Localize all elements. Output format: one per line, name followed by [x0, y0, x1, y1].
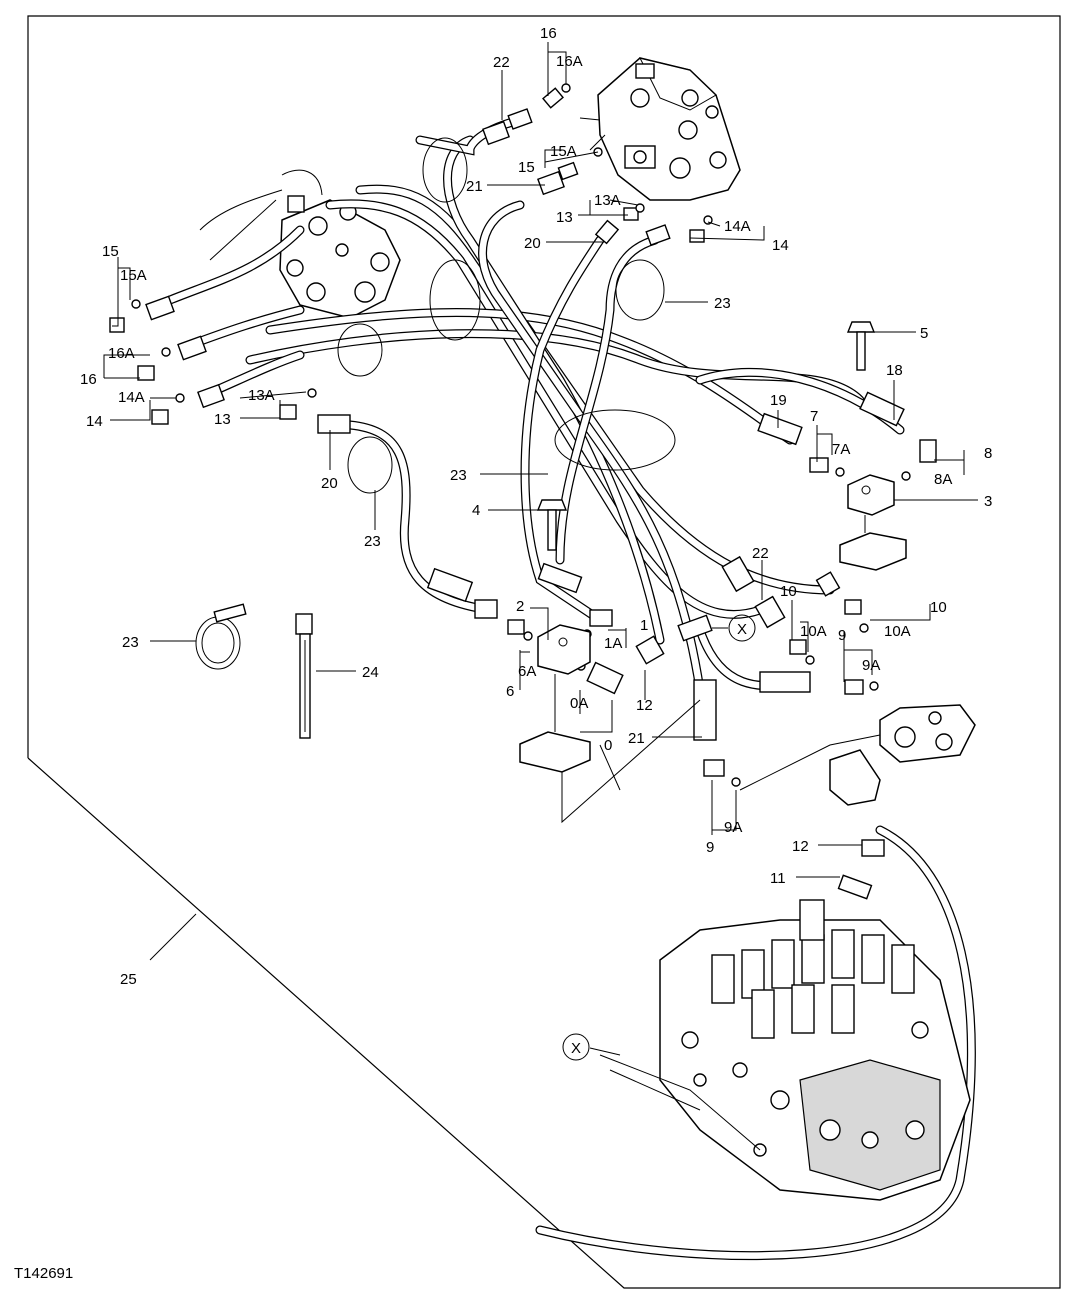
- callout-23-clamp: 23: [122, 634, 139, 651]
- callout-4: 4: [472, 502, 480, 519]
- callout-23-top-right: 23: [714, 295, 731, 312]
- callout-15a-top: 15A: [550, 143, 577, 160]
- callout-20-left: 20: [321, 475, 338, 492]
- x-marker-circle-upper: [728, 614, 756, 642]
- callout-12-lower: 12: [792, 838, 809, 855]
- callout-10-right: 10: [930, 599, 947, 616]
- hoses: [165, 115, 976, 1261]
- callout-15-left: 15: [102, 243, 119, 260]
- callout-9-lower: 9: [706, 839, 714, 856]
- callout-x-upper: X: [737, 621, 747, 638]
- callout-24: 24: [362, 664, 379, 681]
- hose-clamp-part: [195, 603, 247, 670]
- callout-13-left: 13: [214, 411, 231, 428]
- callout-14a-left: 14A: [118, 389, 145, 406]
- hose-fittings: [109, 83, 937, 787]
- callout-8: 8: [984, 445, 992, 462]
- callout-25: 25: [120, 971, 137, 988]
- leader-lines: [103, 42, 978, 1056]
- callout-23-left: 23: [364, 533, 381, 550]
- callout-22-lower: 22: [752, 545, 769, 562]
- callout-10-mid: 10: [780, 583, 797, 600]
- callout-0: 0: [604, 737, 612, 754]
- callout-7a: 7A: [832, 441, 850, 458]
- callout-16a-left: 16A: [108, 345, 135, 362]
- callout-18: 18: [886, 362, 903, 379]
- tee-block: [739, 704, 976, 806]
- callout-5: 5: [920, 325, 928, 342]
- cable-tie-part: [295, 613, 313, 739]
- x-marker-circle-lower: [562, 1033, 590, 1061]
- callout-x-lower: X: [571, 1040, 581, 1057]
- callout-13a-top: 13A: [594, 192, 621, 209]
- callout-9-right: 9: [838, 627, 846, 644]
- callout-1a: 1A: [604, 635, 622, 652]
- callout-16-top: 16: [540, 25, 557, 42]
- callout-15a-left: 15A: [120, 267, 147, 284]
- callout-16a-top: 16A: [556, 53, 583, 70]
- callout-12-mid: 12: [636, 697, 653, 714]
- figure-id: T142691: [14, 1265, 73, 1282]
- callout-14a-top: 14A: [724, 218, 751, 235]
- top-valve-block: [579, 57, 741, 201]
- callout-23-mid: 23: [450, 467, 467, 484]
- mount-blocks: [519, 474, 907, 824]
- callout-9a-lower: 9A: [724, 819, 742, 836]
- diagram-frame: [27, 15, 1061, 1289]
- callout-7: 7: [810, 408, 818, 425]
- hose-clamps: [337, 137, 676, 494]
- callout-13a-left: 13A: [248, 387, 275, 404]
- callout-2: 2: [516, 598, 524, 615]
- callout-10a-right: 10A: [884, 623, 911, 640]
- callout-20-top: 20: [524, 235, 541, 252]
- callout-11: 11: [770, 870, 786, 887]
- callout-6: 6: [506, 683, 514, 700]
- callout-0a: 0A: [570, 695, 588, 712]
- bolts: [536, 321, 876, 551]
- callout-16-left: 16: [80, 371, 97, 388]
- callout-14-top: 14: [772, 237, 789, 254]
- callout-21-lower: 21: [628, 730, 645, 747]
- callout-9a-right: 9A: [862, 657, 880, 674]
- callout-8a: 8A: [934, 471, 952, 488]
- callout-14-left: 14: [86, 413, 103, 430]
- control-valve: [599, 839, 971, 1201]
- callout-3: 3: [984, 493, 992, 510]
- callout-13-top: 13: [556, 209, 573, 226]
- callout-15-top: 15: [518, 159, 535, 176]
- callout-1: 1: [640, 617, 648, 634]
- callout-19: 19: [770, 392, 787, 409]
- callout-10a-mid: 10A: [800, 623, 827, 640]
- callout-6a: 6A: [518, 663, 536, 680]
- callout-22-top: 22: [493, 54, 510, 71]
- callout-21-top: 21: [466, 178, 483, 195]
- callout-labels: 22 16 16A 15 15A 21 13A 13 14A 14 20 23 …: [14, 25, 992, 1282]
